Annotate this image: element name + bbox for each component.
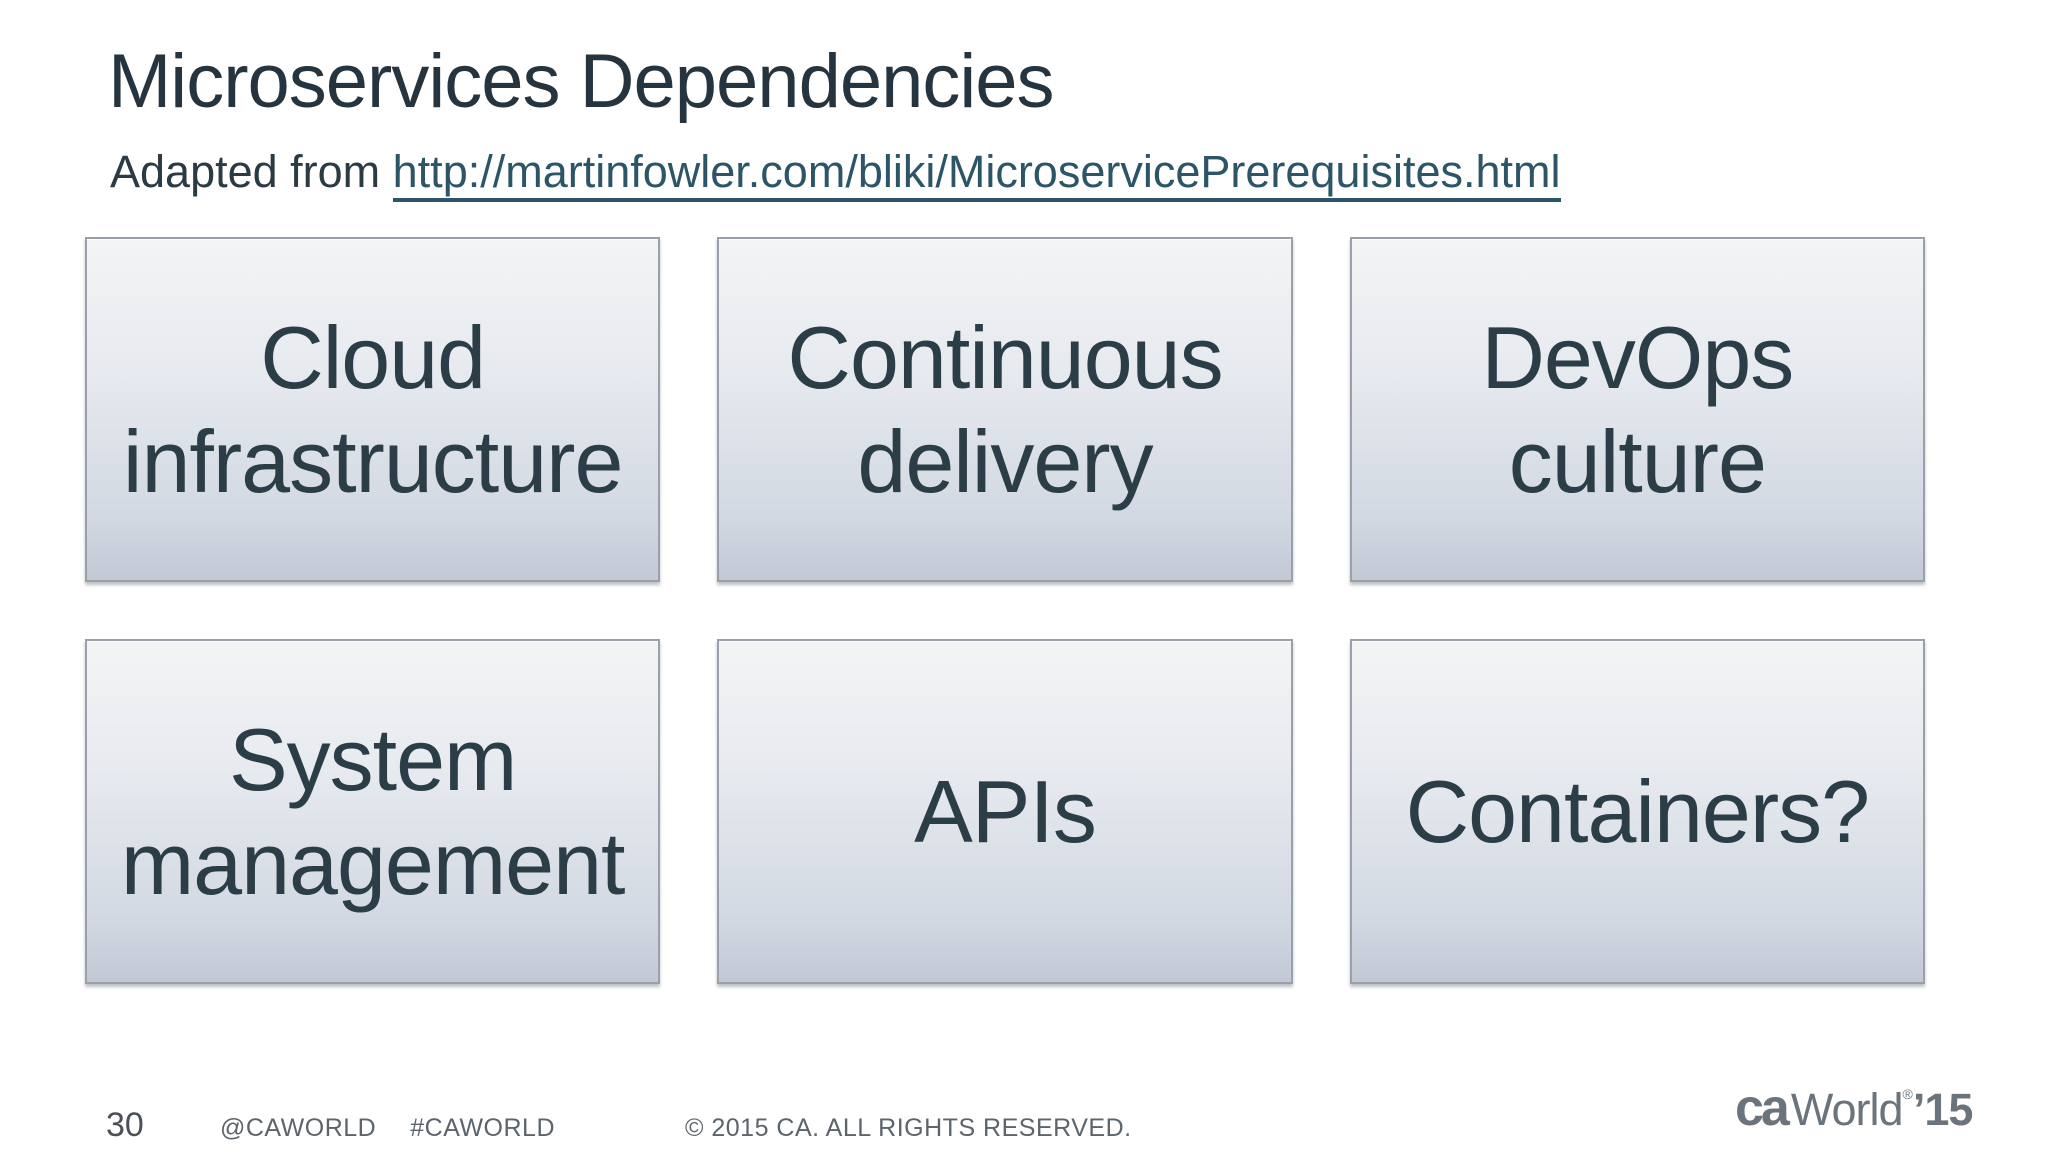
box-cloud-infrastructure: Cloud infrastructure <box>85 237 661 582</box>
box-continuous-delivery: Continuous delivery <box>717 237 1293 582</box>
logo-year-text: ’15 <box>1912 1084 1974 1135</box>
page-number: 30 <box>106 1106 144 1144</box>
ca-logo-mark: ca <box>1735 1079 1790 1137</box>
footer-copyright: © 2015 CA. ALL RIGHTS RESERVED. <box>685 1114 1132 1142</box>
box-label: Continuous delivery <box>787 307 1223 511</box>
dependency-boxes-grid: Cloud infrastructure Continuous delivery… <box>85 237 1925 984</box>
page-title: Microservices Dependencies <box>108 39 1055 124</box>
subtitle: Adapted from http://martinfowler.com/bli… <box>110 146 1561 202</box>
footer-social-handle: @CAWORLD <box>220 1114 377 1142</box>
box-apis: APIs <box>717 639 1293 984</box>
subtitle-prefix: Adapted from <box>110 146 393 197</box>
box-system-management: System management <box>85 639 661 984</box>
box-devops-culture: DevOps culture <box>1349 237 1925 582</box>
registered-mark-icon: ® <box>1902 1086 1913 1102</box>
box-label: System management <box>120 709 626 913</box>
box-label: Containers? <box>1405 761 1871 861</box>
logo-world-text: World <box>1790 1084 1904 1135</box>
box-label: APIs <box>914 761 1097 861</box>
footer-social-hashtag: #CAWORLD <box>410 1114 555 1142</box>
subtitle-link[interactable]: http://martinfowler.com/bliki/Microservi… <box>392 146 1561 202</box>
box-label: Cloud infrastructure <box>122 307 624 511</box>
footer-social: @CAWORLD #CAWORLD <box>220 1114 555 1143</box>
box-label: DevOps culture <box>1481 307 1794 511</box>
ca-world-logo: caWorld®’15 <box>1735 1078 1974 1138</box>
box-containers: Containers? <box>1349 639 1925 984</box>
